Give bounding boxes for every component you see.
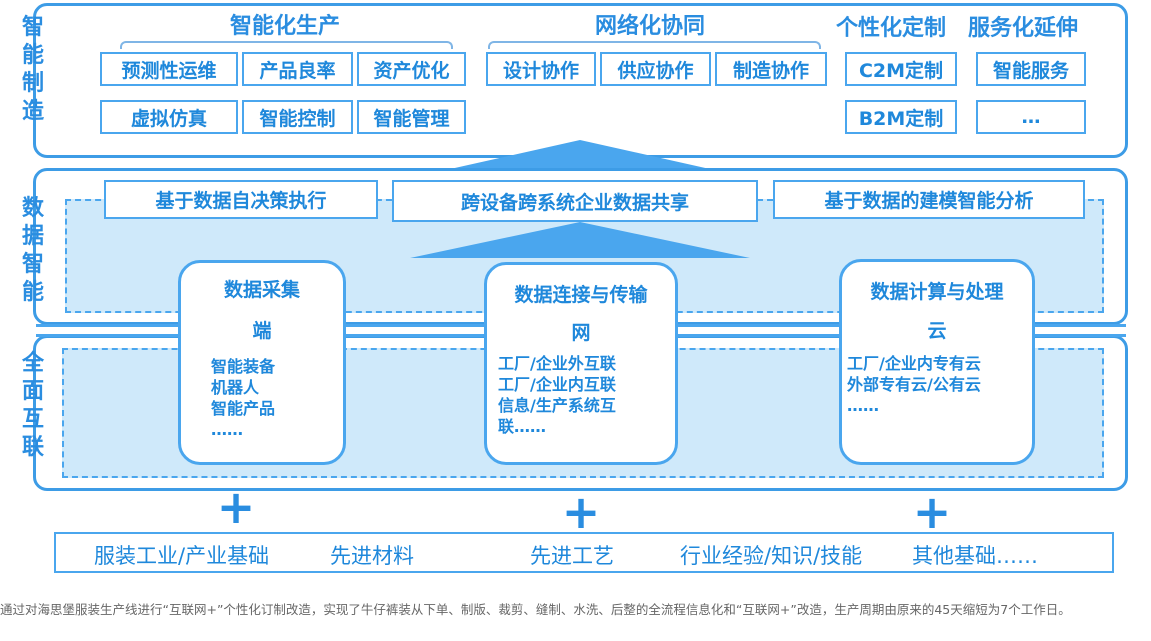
list-item: 智能装备	[211, 357, 276, 376]
node-sub: 端	[252, 320, 272, 342]
plus-icon: +	[216, 480, 256, 534]
bar-modeling-analysis: 基于数据的建模智能分析	[773, 180, 1085, 219]
tag-more: …	[976, 100, 1086, 134]
tag-predictive-maintenance: 预测性运维	[100, 52, 238, 86]
foundation-industry: 服装工业/产业基础	[94, 544, 270, 568]
tag-design-collab: 设计协作	[486, 52, 596, 86]
node-title: 数据采集	[223, 279, 300, 301]
node-item-list: 工厂/企业内专有云 外部专有云/公有云 ……	[847, 353, 1032, 416]
plus-icon: +	[561, 485, 601, 539]
group-brace-smart-production	[120, 41, 453, 49]
list-item: ……	[211, 420, 243, 439]
plus-icon: +	[912, 485, 952, 539]
node-sub: 网	[571, 322, 591, 344]
list-item: 联……	[498, 417, 547, 436]
tag-smart-control: 智能控制	[242, 100, 353, 134]
tag-b2m: B2M定制	[845, 100, 957, 134]
node-sub: 云	[927, 320, 947, 342]
node-item-list: 智能装备 机器人 智能产品 ……	[211, 356, 343, 440]
tag-c2m: C2M定制	[845, 52, 957, 86]
list-item: ……	[847, 396, 879, 415]
foundation-other: 其他基础……	[912, 544, 1038, 568]
caption-text: 通过对海思堡服装生产线进行“互联网+”个性化订制改造，实现了牛仔裤装从下单、制版…	[0, 602, 1071, 617]
list-item: 机器人	[211, 378, 260, 397]
node-card-cloud: 数据计算与处理 云 工厂/企业内专有云 外部专有云/公有云 ……	[839, 259, 1035, 465]
tag-asset-optimization: 资产优化	[357, 52, 466, 86]
bar-cross-system-sharing: 跨设备跨系统企业数据共享	[392, 180, 758, 222]
list-item: 智能产品	[211, 399, 276, 418]
group-title-personalized: 个性化定制	[836, 16, 947, 41]
list-item: 外部专有云/公有云	[847, 375, 981, 394]
node-item-list: 工厂/企业外互联 工厂/企业内互联 信息/生产系统互 联……	[498, 353, 675, 437]
layer-label-smart-manufacturing: 智能制造	[21, 15, 44, 124]
tag-supply-collab: 供应协作	[600, 52, 711, 86]
arrow-up-icon	[410, 222, 750, 258]
list-item: 工厂/企业内专有云	[847, 354, 981, 373]
tag-product-yield: 产品良率	[242, 52, 353, 86]
list-item: 信息/生产系统互	[498, 396, 616, 415]
group-title-smart-production: 智能化生产	[230, 14, 341, 39]
tag-virtual-simulation: 虚拟仿真	[100, 100, 238, 134]
group-brace-network-collab	[488, 41, 821, 49]
tag-manufacturing-collab: 制造协作	[715, 52, 827, 86]
foundation-bar: 服装工业/产业基础 先进材料 先进工艺 行业经验/知识/技能 其他基础……	[54, 532, 1114, 573]
tag-smart-service: 智能服务	[976, 52, 1086, 86]
node-card-network: 数据连接与传输 网 工厂/企业外互联 工厂/企业内互联 信息/生产系统互 联……	[484, 262, 678, 465]
list-item: 工厂/企业外互联	[498, 354, 616, 373]
bar-autonomous-decision: 基于数据自决策执行	[104, 180, 378, 219]
layer-label-data-intelligence: 数据智能	[21, 196, 44, 305]
foundation-experience: 行业经验/知识/技能	[680, 544, 863, 568]
node-card-endpoint: 数据采集 端 智能装备 机器人 智能产品 ……	[178, 260, 346, 465]
node-title: 数据计算与处理	[870, 281, 1004, 303]
foundation-materials: 先进材料	[330, 544, 414, 568]
layer-label-interconnection: 全面互联	[21, 351, 44, 460]
group-title-service-extension: 服务化延伸	[968, 16, 1079, 41]
list-item: 工厂/企业内互联	[498, 375, 616, 394]
node-title: 数据连接与传输	[514, 284, 648, 306]
tag-smart-management: 智能管理	[357, 100, 466, 134]
foundation-process: 先进工艺	[530, 544, 614, 568]
group-title-network-collab: 网络化协同	[595, 14, 706, 39]
